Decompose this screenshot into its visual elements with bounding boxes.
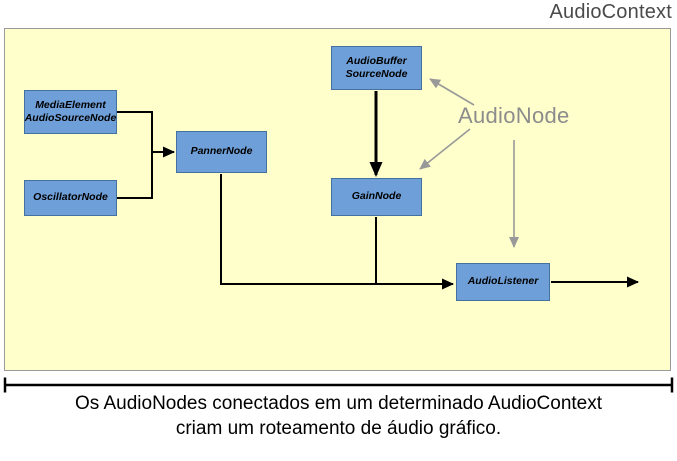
- node-label: GainNode: [351, 190, 402, 203]
- node-gain: GainNode: [331, 178, 422, 216]
- node-label: OscillatorNode: [33, 191, 108, 204]
- node-label-line: SourceNode: [345, 68, 408, 80]
- audio-node-label: AudioNode: [458, 103, 570, 128]
- node-label: AudioListener: [467, 275, 539, 288]
- node-label-line: MediaElement: [35, 98, 106, 111]
- node-audio-buffer-source: AudioBuffer SourceNode: [331, 46, 422, 90]
- caption-line-1: Os AudioNodes conectados em um determina…: [74, 393, 603, 414]
- audio-context-title: AudioContext: [549, 1, 672, 23]
- node-label: PannerNode: [190, 145, 253, 158]
- node-oscillator: OscillatorNode: [24, 180, 117, 216]
- node-label-line: AudioBuffer: [346, 54, 407, 67]
- figure-caption: Os AudioNodes conectados em um determina…: [0, 391, 677, 441]
- width-bracket: [3, 377, 674, 393]
- node-audio-listener: AudioListener: [456, 263, 550, 301]
- node-panner: PannerNode: [176, 131, 267, 173]
- node-label-line: AudioSourceNode: [24, 112, 117, 124]
- node-media-element-audio-source: MediaElement AudioSourceNode: [24, 90, 117, 134]
- caption-line-2: criam um roteamento de áudio gráfico.: [175, 418, 502, 439]
